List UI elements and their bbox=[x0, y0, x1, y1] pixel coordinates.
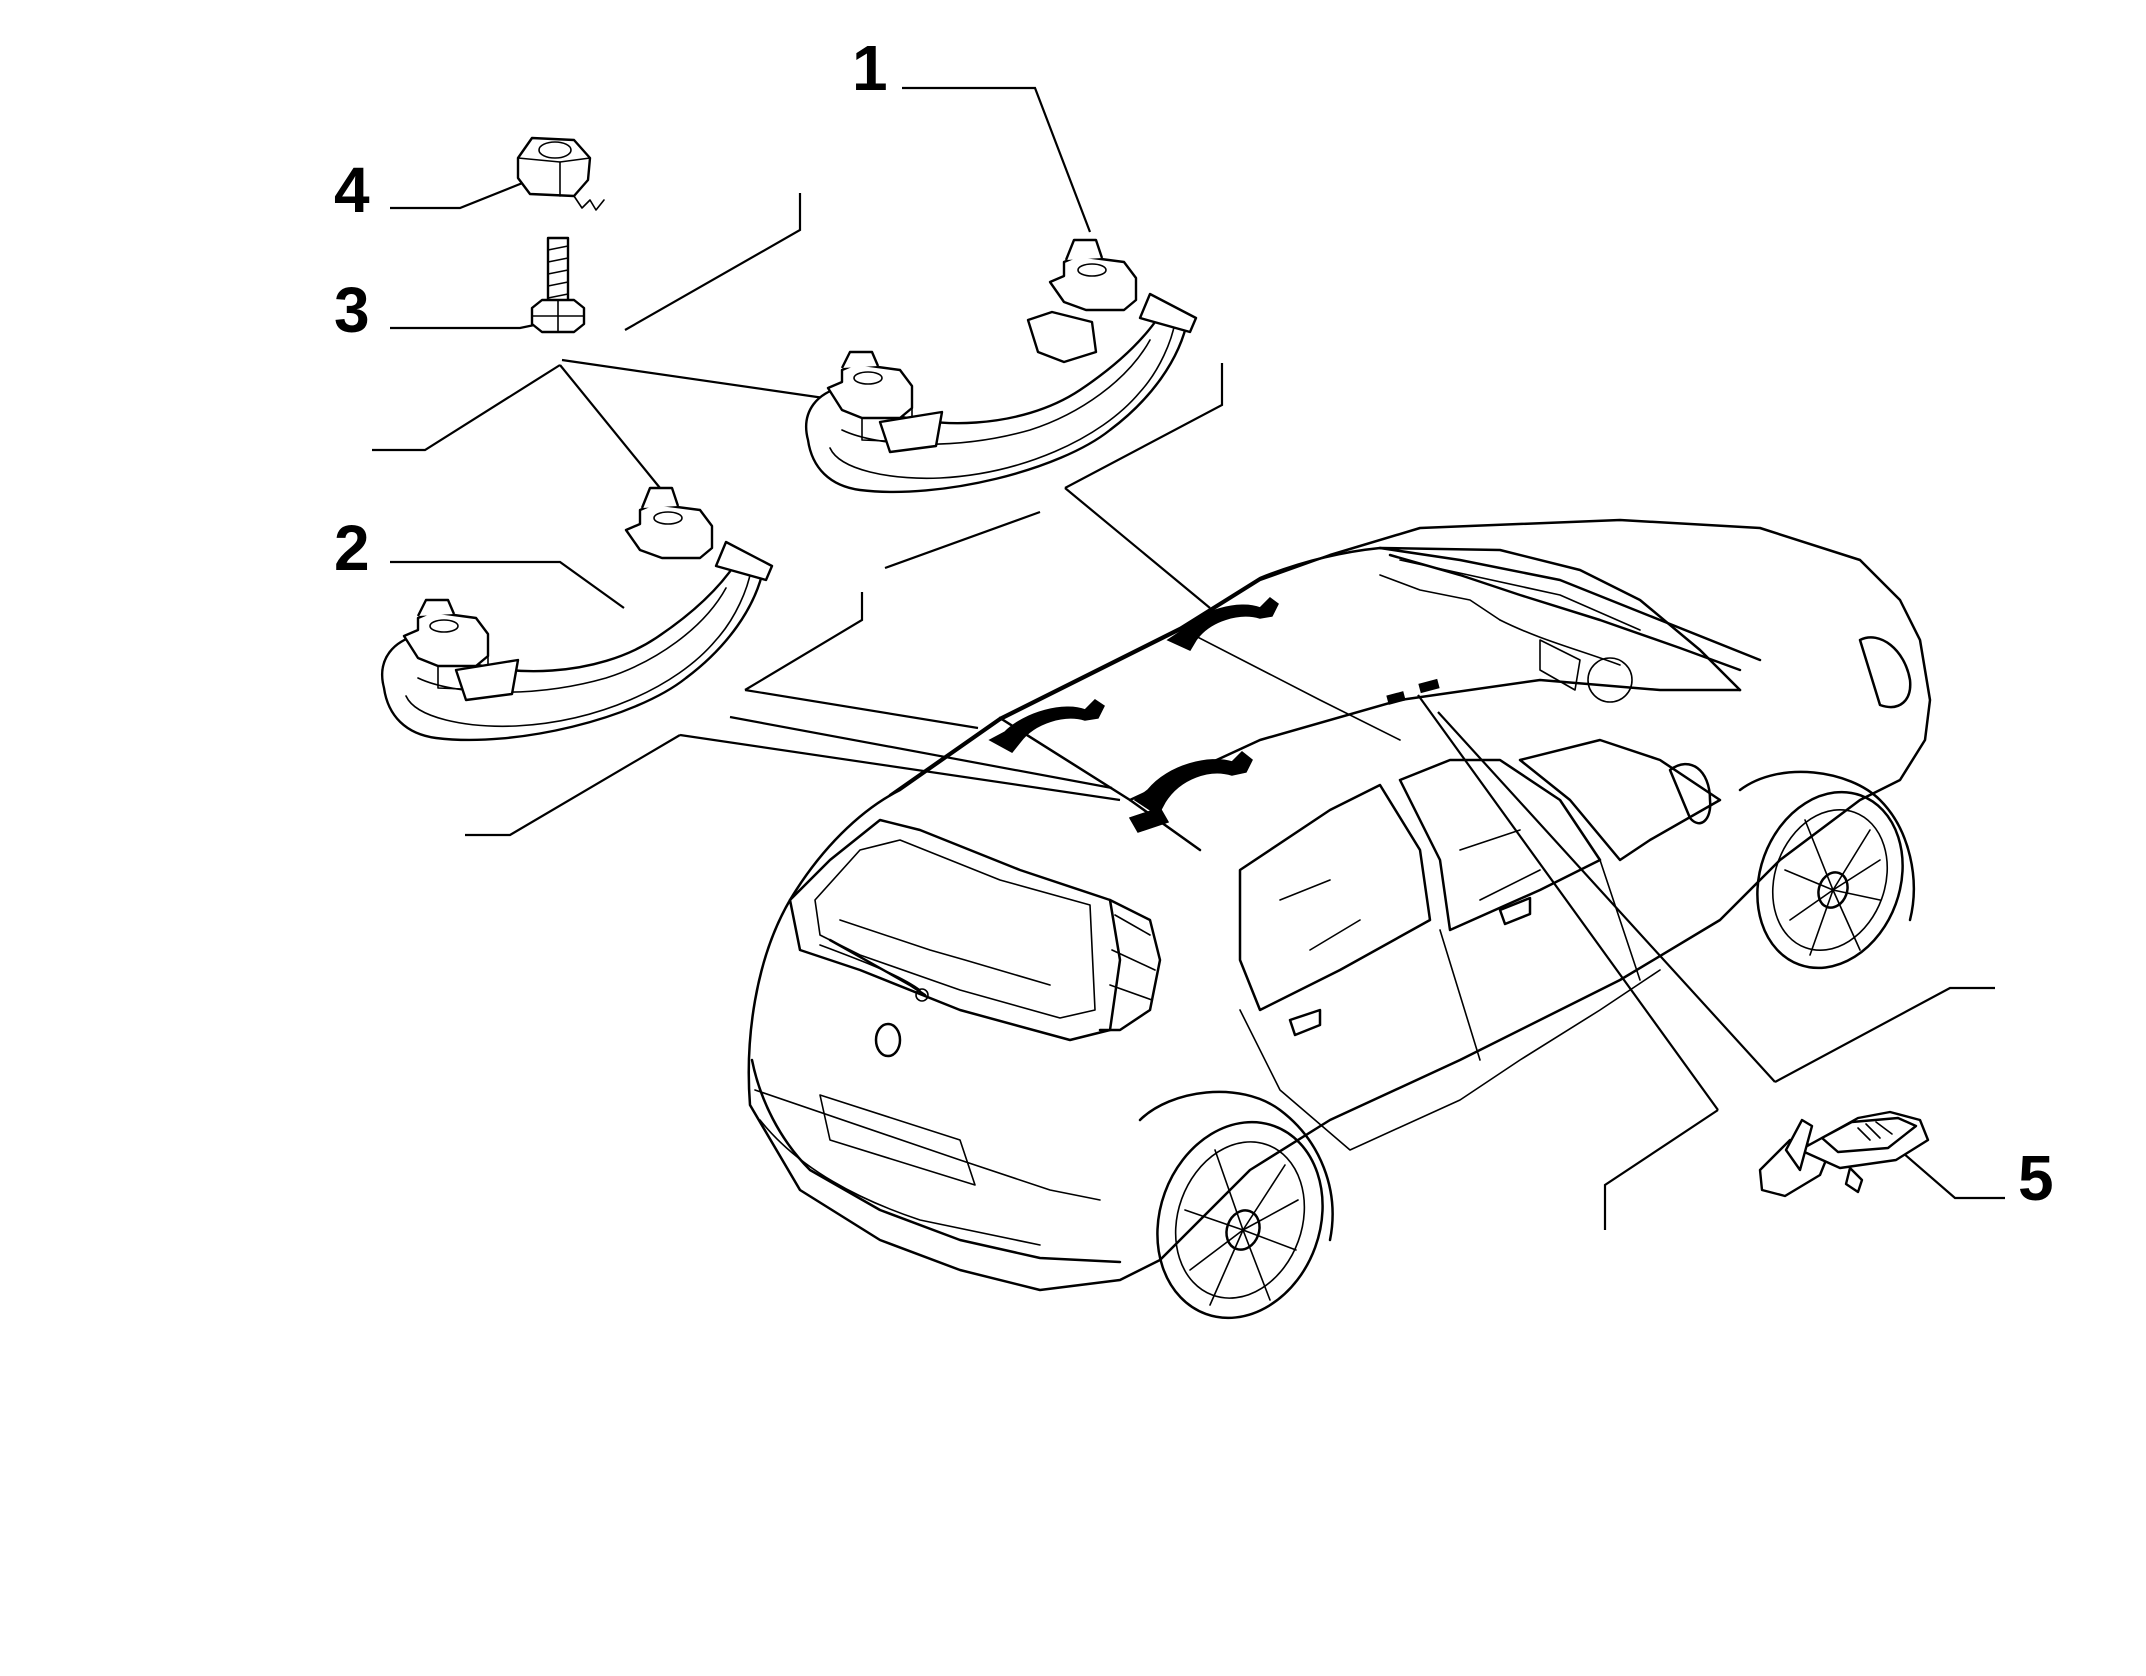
screw-icon bbox=[530, 236, 586, 334]
grab-handle-front-icon bbox=[805, 238, 1198, 494]
callout-2: 2 bbox=[334, 512, 370, 584]
callout-5: 5 bbox=[2018, 1142, 2054, 1214]
hatchback-car-icon bbox=[747, 518, 1932, 1320]
clip-icon bbox=[1758, 1110, 1930, 1198]
grab-handle-rear-icon bbox=[381, 486, 774, 742]
callout-4: 4 bbox=[334, 154, 370, 226]
callout-1: 1 bbox=[852, 32, 888, 104]
cage-nut-icon bbox=[516, 136, 605, 211]
leader-lines bbox=[372, 86, 2005, 1230]
callout-3: 3 bbox=[334, 274, 370, 346]
